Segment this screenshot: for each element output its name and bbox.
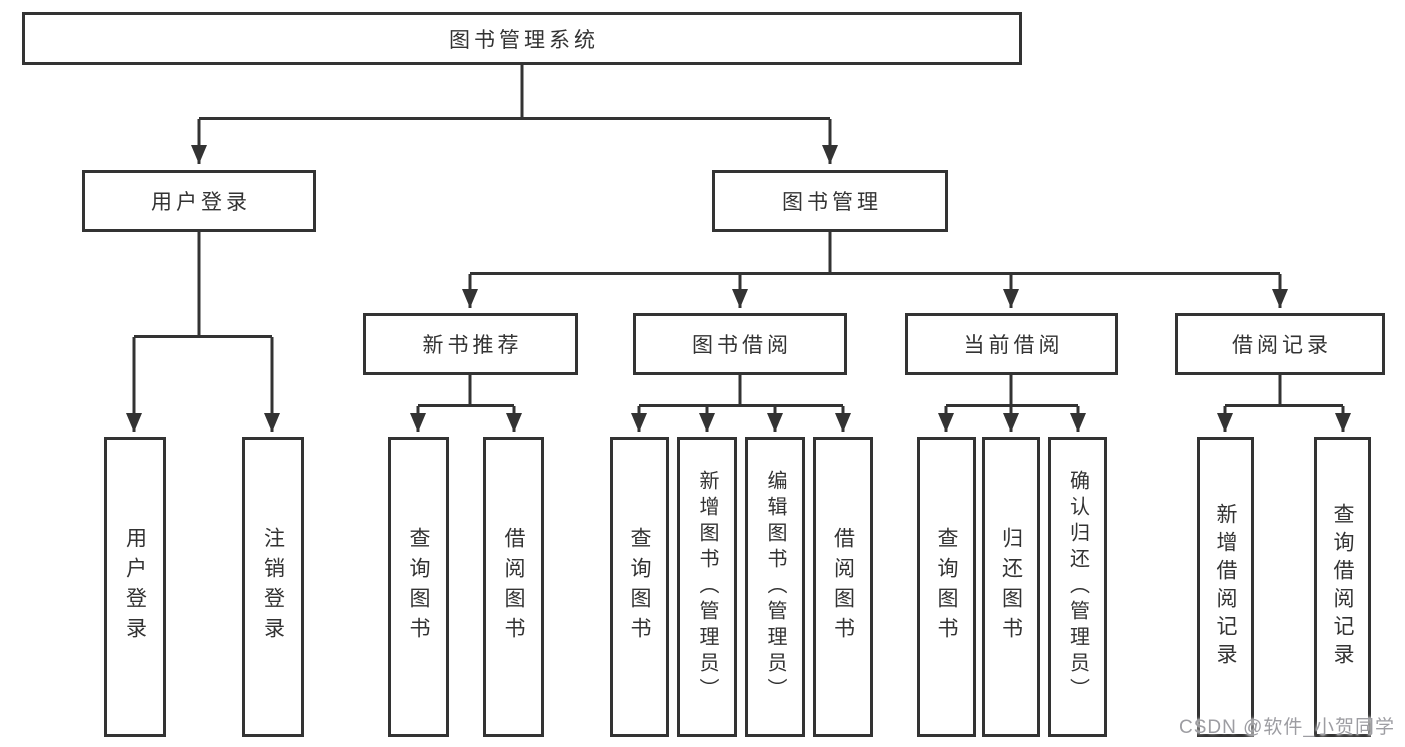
node-new-book-rec: 新书推荐 (363, 313, 578, 375)
leaf-borrow-books-borrow: 借阅图书 (813, 437, 873, 737)
node-book-borrow-label: 图书借阅 (692, 334, 792, 357)
leaf-user-login: 用户登录 (104, 437, 166, 737)
leaf-borrow-books-rec-label: 借阅图书 (502, 527, 525, 647)
leaf-add-borrow-record: 新增借阅记录 (1197, 437, 1254, 737)
leaf-query-books-rec-label: 查询图书 (407, 527, 430, 647)
leaf-query-borrow-record-label: 查询借阅记录 (1331, 503, 1354, 671)
connector-root-stem (199, 65, 830, 120)
leaf-edit-books-admin: 编辑图书（管理员） (745, 437, 805, 737)
leaf-edit-books-admin-label: 编辑图书（管理员） (764, 470, 786, 704)
node-book-mgmt: 图书管理 (712, 170, 948, 232)
node-book-mgmt-label: 图书管理 (782, 191, 882, 214)
leaf-user-login-label: 用户登录 (123, 527, 147, 647)
node-user-login-label: 用户登录 (151, 191, 251, 214)
leaf-add-books-admin: 新增图书（管理员） (677, 437, 737, 737)
connector-new-book-rec-stem (418, 375, 514, 407)
connector-user-login-stem (134, 232, 272, 338)
leaf-add-borrow-record-label: 新增借阅记录 (1214, 503, 1237, 671)
leaf-query-books-rec: 查询图书 (388, 437, 449, 737)
connector-book-borrow-stem (639, 375, 843, 407)
node-new-book-rec-label: 新书推荐 (422, 334, 523, 357)
node-current-borrow-label: 当前借阅 (963, 334, 1064, 357)
leaf-logout: 注销登录 (242, 437, 304, 737)
leaf-confirm-return-admin: 确认归还（管理员） (1048, 437, 1107, 737)
leaf-query-borrow-record: 查询借阅记录 (1314, 437, 1371, 737)
leaf-query-books-current-label: 查询图书 (935, 527, 958, 647)
connector-current-borrow-stem (946, 375, 1078, 407)
node-root-system: 图书管理系统 (22, 12, 1022, 65)
connector-book-mgmt-stem (470, 232, 1280, 275)
node-root-system-label: 图书管理系统 (449, 28, 599, 52)
leaf-return-books: 归还图书 (982, 437, 1040, 737)
leaf-return-books-label: 归还图书 (999, 527, 1023, 647)
node-borrow-records: 借阅记录 (1175, 313, 1385, 375)
node-current-borrow: 当前借阅 (905, 313, 1118, 375)
leaf-query-books-current: 查询图书 (917, 437, 976, 737)
leaf-confirm-return-admin-label: 确认归还（管理员） (1066, 470, 1089, 704)
node-borrow-records-label: 借阅记录 (1232, 334, 1332, 357)
watermark: CSDN @软件_小贺同学 (1179, 717, 1395, 738)
node-book-borrow: 图书借阅 (633, 313, 847, 375)
node-user-login: 用户登录 (82, 170, 316, 232)
leaf-query-books-borrow: 查询图书 (610, 437, 669, 737)
leaf-borrow-books-borrow-label: 借阅图书 (831, 527, 855, 647)
leaf-borrow-books-rec: 借阅图书 (483, 437, 544, 737)
leaf-query-books-borrow-label: 查询图书 (628, 527, 651, 647)
leaf-logout-label: 注销登录 (261, 527, 285, 647)
leaf-add-books-admin-label: 新增图书（管理员） (696, 470, 718, 704)
connector-borrow-records-stem (1225, 375, 1343, 407)
